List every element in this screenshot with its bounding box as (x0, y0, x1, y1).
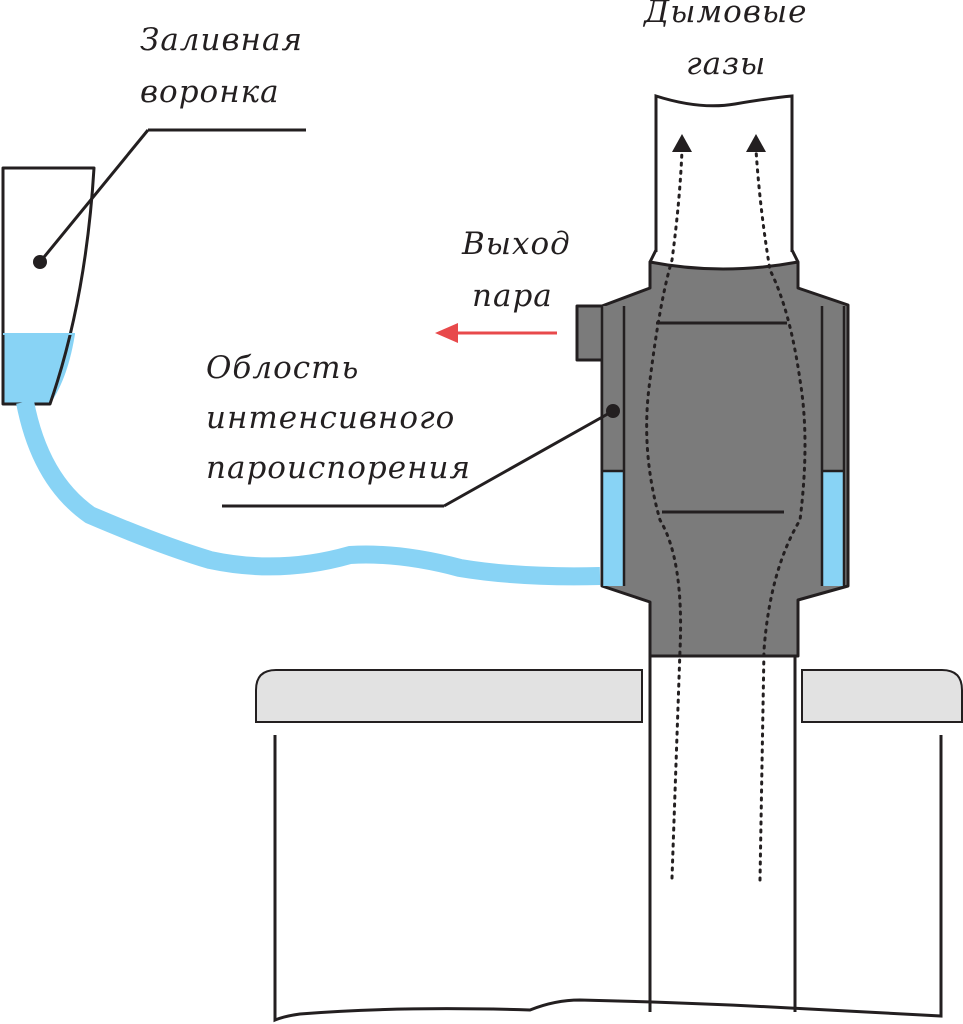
stove-top-left (255, 669, 643, 723)
funnel-outline (1, 166, 96, 406)
zone-leader-dot (606, 404, 620, 418)
upper-chimney-neck (648, 249, 800, 263)
flue-arrowhead-left (672, 134, 692, 152)
water-hose (16, 400, 601, 586)
funnel-leader-line (38, 129, 150, 263)
funnel-label-line1: Заливная (140, 22, 303, 58)
steam-outlet-arrow (435, 323, 557, 343)
stove-top-right (801, 669, 963, 723)
boiler (575, 260, 850, 658)
funnel-leader-dot (33, 255, 47, 269)
funnel-water (3, 334, 75, 404)
flue-label-line2: газы (686, 46, 766, 82)
flue-gas-path-left (645, 148, 684, 880)
right-jacket-walls (820, 306, 846, 586)
zone-label-line1: Облость (206, 350, 359, 386)
flue-label-line1: Дымовые (642, 0, 807, 30)
lower-chimney (648, 656, 797, 1012)
left-jacket-walls (600, 306, 626, 586)
steam-label-line2: пара (472, 278, 553, 314)
steam-arrowhead (435, 323, 458, 343)
stove-body-outline (273, 735, 943, 1023)
steam-label-line1: Выход (461, 226, 571, 262)
boiler-body (575, 260, 850, 658)
funnel-leader (33, 128, 306, 269)
right-water-jacket-water (822, 471, 844, 586)
upper-chimney (648, 93, 800, 263)
zone-label-line3: пароиспорения (206, 450, 471, 486)
filling-funnel (1, 166, 96, 406)
funnel-label-line2: воронка (140, 74, 280, 110)
zone-leader (222, 404, 620, 508)
left-water-jacket-air (602, 306, 624, 471)
left-water-jacket-water (602, 471, 624, 586)
zone-label-line2: интенсивного (206, 400, 455, 436)
zone-leader-line (443, 409, 614, 508)
upper-chimney-outline (654, 93, 794, 252)
stove (255, 669, 963, 1023)
flue-gas-flow (645, 134, 807, 882)
flue-arrowhead-right (746, 134, 766, 152)
lower-chimney-outline (648, 656, 797, 1012)
